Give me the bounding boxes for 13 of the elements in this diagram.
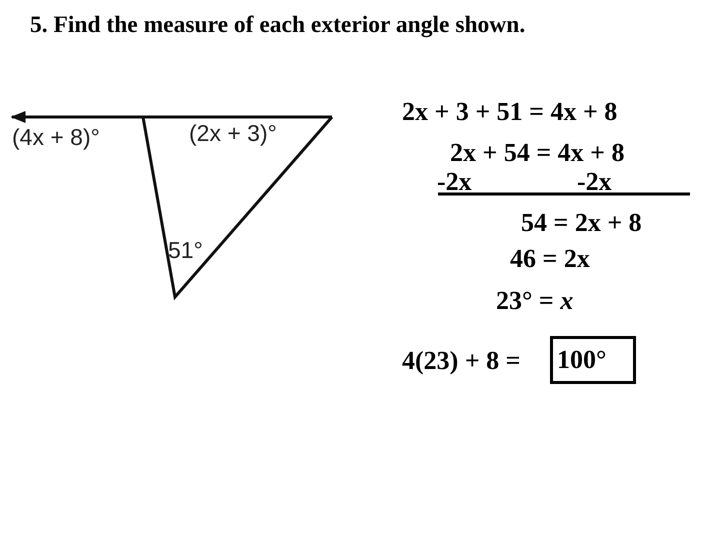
equation: 54 = 2x + 8: [521, 210, 642, 236]
equation: 2x + 3 + 51 = 4x + 8: [402, 99, 618, 125]
equation: -2x: [577, 169, 612, 195]
angle-label: (4x + 8)°: [12, 126, 100, 149]
equation: 4(23) + 8 =: [402, 348, 520, 374]
angle-label: (2x + 3)°: [189, 122, 277, 145]
angle-label: 51°: [168, 239, 203, 262]
equation: 23° = x: [496, 288, 574, 314]
equation: 2x + 54 = 4x + 8: [450, 140, 624, 166]
equation: -2x: [437, 169, 472, 195]
answer-box: 100°: [550, 336, 636, 384]
equation: 46 = 2x: [510, 246, 590, 272]
title: 5. Find the measure of each exterior angle shown.: [30, 14, 526, 38]
